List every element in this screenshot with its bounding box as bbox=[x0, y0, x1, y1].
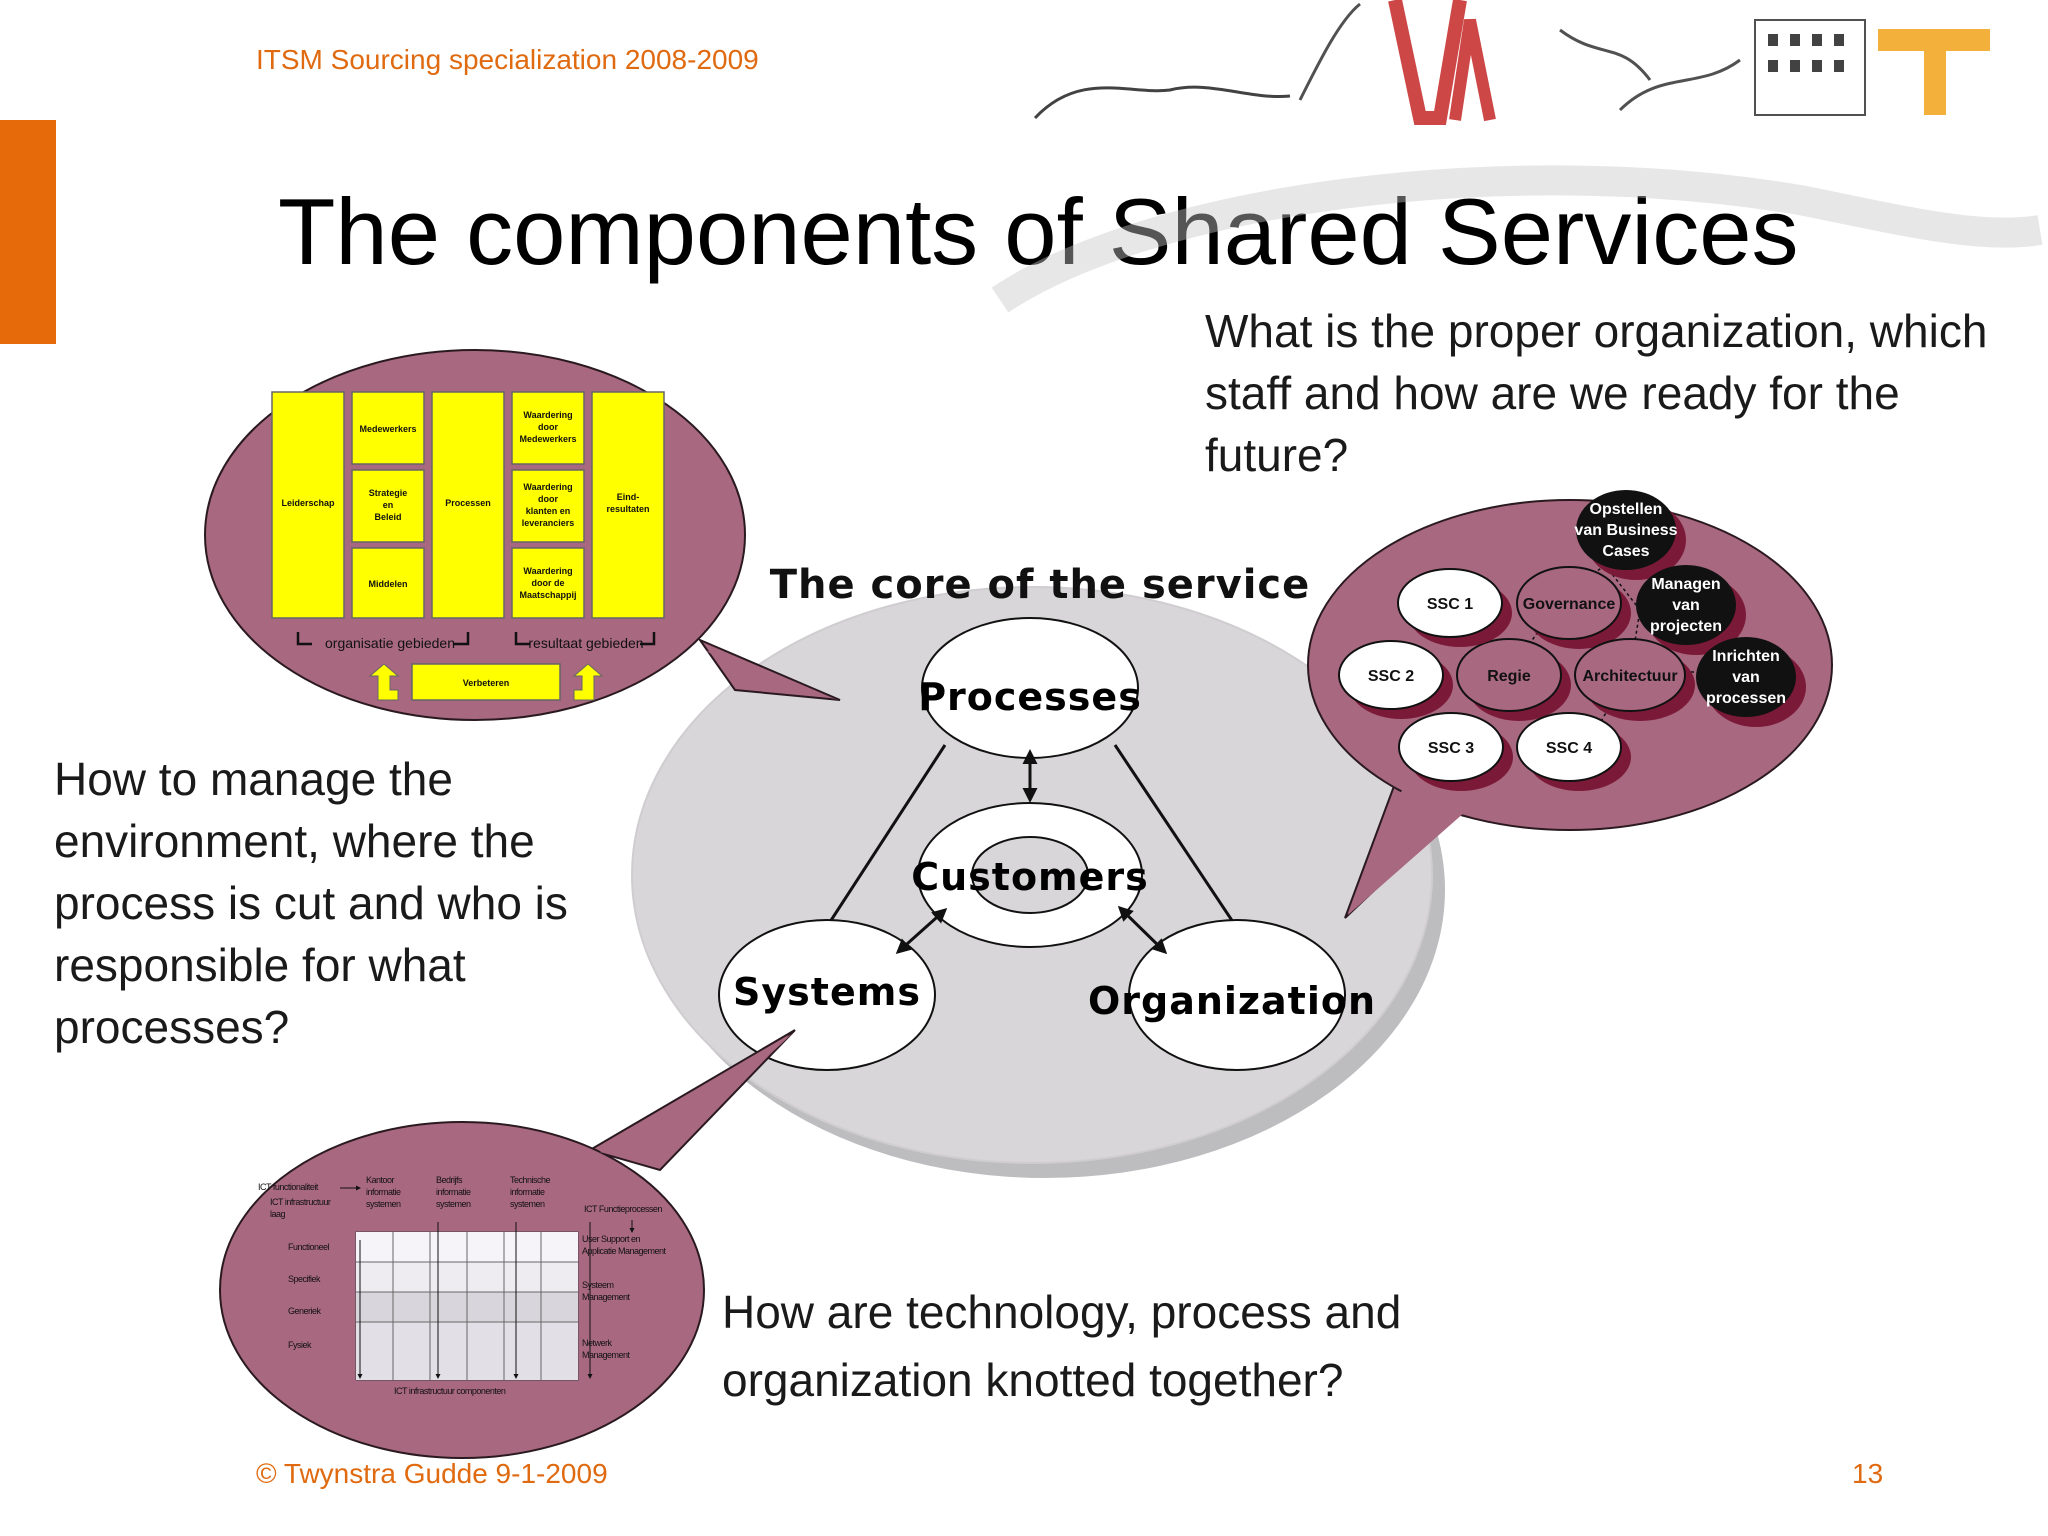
efqm-leiderschap-box bbox=[271, 391, 345, 619]
ict-technische-1: Technische bbox=[510, 1175, 551, 1185]
slide-title: The components of Shared Services bbox=[278, 179, 1799, 284]
ict-laag-2: laag bbox=[270, 1209, 286, 1219]
efqm-processen: Processen bbox=[445, 498, 491, 508]
gov-ssc4: SSC 4 bbox=[1546, 740, 1592, 757]
efqm-arrow-left bbox=[368, 663, 400, 701]
efqm-wmt-3: Maatschappij bbox=[519, 590, 576, 600]
ict-bubble: ICT functionaliteit ICT infrastructuur l… bbox=[219, 1029, 796, 1459]
efqm-organisatie-gebieden: organisatie gebieden bbox=[325, 635, 455, 651]
gov-ssc2: SSC 2 bbox=[1368, 668, 1414, 685]
efqm-leiderschap: Leiderschap bbox=[281, 498, 335, 508]
efqm-wmt-1: Waardering bbox=[523, 566, 572, 576]
gov-regie: Regie bbox=[1487, 668, 1531, 685]
ict-laag-1: ICT infrastructuur bbox=[270, 1197, 331, 1207]
ict-technische-3: systemen bbox=[510, 1199, 545, 1209]
efqm-wm-1: Waardering bbox=[523, 410, 572, 420]
ict-bedrijfs-2: informatie bbox=[436, 1187, 471, 1197]
efqm-eind-1: Eind- bbox=[617, 492, 640, 502]
efqm-wm-2: door bbox=[538, 422, 558, 432]
ict-functieprocessen: ICT Functieprocessen bbox=[584, 1204, 662, 1214]
ict-technische-2: informatie bbox=[510, 1187, 545, 1197]
gov-purple-nodes bbox=[1456, 566, 1695, 721]
ict-us-1: User Support en bbox=[582, 1234, 641, 1244]
ict-kantoor-3: systemen bbox=[366, 1199, 401, 1209]
gov-white-nodes bbox=[1338, 568, 1631, 791]
efqm-wk-3: klanten en bbox=[526, 506, 571, 516]
ict-row-specifiek: Specifiek bbox=[288, 1274, 321, 1284]
gov-proc-3: processen bbox=[1706, 690, 1786, 707]
ict-bedrijfs-3: systemen bbox=[436, 1199, 471, 1209]
efqm-eind-2: resultaten bbox=[606, 504, 649, 514]
efqm-strategie-2: en bbox=[383, 500, 394, 510]
gov-bc-2: van Business bbox=[1574, 522, 1677, 539]
ict-sys-2: Management bbox=[582, 1292, 631, 1302]
ict-net-2: Management bbox=[582, 1350, 631, 1360]
efqm-wm-3: Medewerkers bbox=[519, 434, 576, 444]
gov-ssc3: SSC 3 bbox=[1428, 740, 1474, 757]
efqm-strategie-3: Beleid bbox=[374, 512, 401, 522]
organization-node bbox=[1128, 919, 1346, 1071]
gov-bc-1: Opstellen bbox=[1590, 501, 1663, 518]
efqm-medewerkers: Medewerkers bbox=[359, 424, 416, 434]
ict-row-functioneel: Functioneel bbox=[288, 1242, 330, 1252]
efqm-wmt-2: door de bbox=[532, 578, 565, 588]
question-technology: How are technology, process and organiza… bbox=[722, 1286, 1402, 1406]
customers-label: Customers bbox=[911, 855, 1149, 899]
ict-row-generiek: Generiek bbox=[288, 1306, 322, 1316]
efqm-wk-1: Waardering bbox=[523, 482, 572, 492]
efqm-verbeteren: Verbeteren bbox=[463, 678, 510, 688]
efqm-bubble: Leiderschap Medewerkers Strategie en Bel… bbox=[204, 349, 841, 721]
ict-sys-1: Systeem bbox=[582, 1280, 614, 1290]
ict-kantoor-1: Kantoor bbox=[366, 1175, 395, 1185]
efqm-strategie-1: Strategie bbox=[369, 488, 408, 498]
gov-governance: Governance bbox=[1523, 596, 1616, 613]
ict-kantoor-2: informatie bbox=[366, 1187, 401, 1197]
core-of-service: The core of the service Processes Custom… bbox=[631, 562, 1445, 1178]
systems-node bbox=[718, 919, 936, 1071]
efqm-arrow-right bbox=[572, 663, 604, 701]
core-title: The core of the service bbox=[770, 562, 1311, 608]
gov-proc-1: Inrichten bbox=[1712, 648, 1780, 665]
gov-proj-1: Managen bbox=[1651, 576, 1720, 593]
header-artwork bbox=[991, 0, 2043, 313]
page-number: 13 bbox=[1852, 1458, 1884, 1489]
gov-dark-nodes bbox=[1576, 490, 1806, 727]
gov-proj-3: projecten bbox=[1650, 618, 1722, 635]
question-organization: What is the proper organization, which s… bbox=[1205, 305, 1988, 481]
ict-net-1: Netwerk bbox=[582, 1338, 613, 1348]
governance-bubble: SSC 1 SSC 2 SSC 3 SSC 4 Governance Regie… bbox=[1307, 490, 1833, 919]
ict-componenten: ICT infrastructuur componenten bbox=[394, 1386, 506, 1396]
processes-label: Processes bbox=[918, 675, 1142, 719]
course-header: ITSM Sourcing specialization 2008-2009 bbox=[256, 44, 759, 75]
gov-ssc1: SSC 1 bbox=[1427, 596, 1473, 613]
gov-proj-2: van bbox=[1672, 597, 1700, 614]
footer-copyright: © Twynstra Gudde 9-1-2009 bbox=[256, 1458, 608, 1489]
gov-proc-2: van bbox=[1732, 669, 1760, 686]
efqm-wk-4: leveranciers bbox=[522, 518, 575, 528]
systems-label: Systems bbox=[733, 970, 921, 1014]
ict-us-2: Applicatie Management bbox=[582, 1246, 667, 1256]
organization-label: Organization bbox=[1088, 979, 1376, 1023]
ict-bedrijfs-1: Bedrijfs bbox=[436, 1175, 463, 1185]
gov-bc-3: Cases bbox=[1602, 543, 1649, 560]
question-environment: How to manage the environment, where the… bbox=[54, 753, 568, 1053]
efqm-middelen: Middelen bbox=[368, 579, 407, 589]
ict-functionaliteit: ICT functionaliteit bbox=[258, 1182, 319, 1192]
ict-row-fysiek: Fysiek bbox=[288, 1340, 312, 1350]
accent-bar bbox=[0, 120, 56, 344]
efqm-resultaat-gebieden: resultaat gebieden bbox=[528, 635, 643, 651]
gov-architectuur: Architectuur bbox=[1582, 668, 1677, 685]
ict-grid bbox=[340, 1185, 635, 1381]
efqm-wk-2: door bbox=[538, 494, 558, 504]
